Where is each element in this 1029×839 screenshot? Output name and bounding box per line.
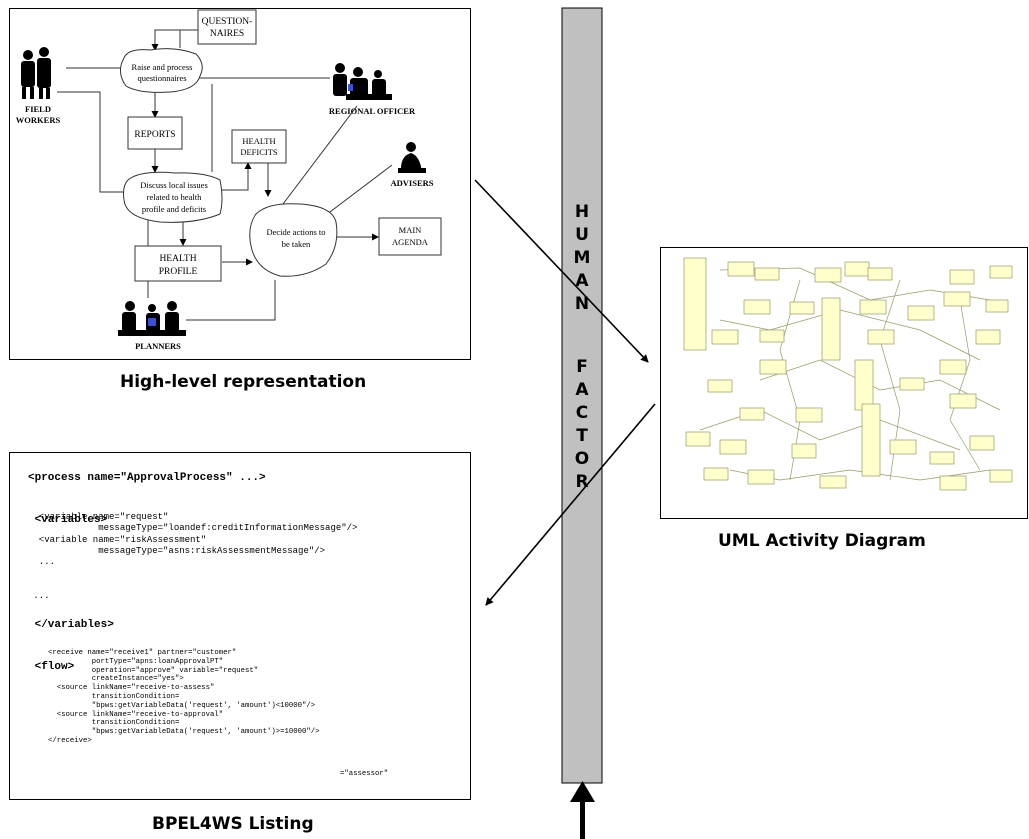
arrow-highlevel-to-uml — [474, 179, 649, 363]
field-workers-label: FIELD — [25, 104, 51, 114]
health-profile-label-2: PROFILE — [159, 267, 198, 277]
field-workers-label-2: WORKERS — [16, 115, 61, 125]
discuss-label: Discuss local issues — [140, 180, 208, 190]
bpel-code-variables: <variable name="request" messageType="lo… — [33, 512, 358, 602]
bpel-code-main: <process name="ApprovalProcess" ...> <va… — [28, 472, 266, 673]
actor-icons — [21, 47, 426, 336]
decide-label: Decide actions to — [266, 227, 325, 237]
bpel-code-tail: ="assessor" — [340, 770, 389, 778]
raise-label: Raise and process — [132, 62, 193, 72]
main-agenda-box — [378, 217, 442, 256]
human-factor-input-arrow — [570, 781, 595, 839]
questionnaires-box — [197, 9, 257, 45]
arrow-uml-to-bpel — [485, 403, 656, 606]
human-factor-letter: F — [576, 357, 588, 377]
human-factor-letter: T — [576, 426, 588, 446]
bpel-panel — [9, 452, 471, 800]
human-factor-letter: U — [575, 225, 589, 245]
human-factor-letter: R — [575, 472, 589, 492]
reports-box — [127, 116, 183, 150]
regional-officer-label: REGIONAL OFFICER — [329, 106, 416, 116]
human-factor-letter: O — [574, 449, 590, 469]
main-agenda-label-2: AGENDA — [392, 237, 429, 247]
high-level-panel — [9, 8, 471, 360]
uml-thumbnail — [683, 257, 1013, 491]
uml-panel — [660, 247, 1028, 519]
decide-cloud — [249, 203, 338, 277]
planners-icon — [118, 301, 186, 336]
high-level-caption: High-level representation — [120, 372, 367, 392]
regional-officer-icon — [333, 63, 392, 100]
bpel-caption: BPEL4WS Listing — [152, 814, 314, 834]
health-deficits-label-2: DEFICITS — [240, 147, 278, 157]
raise-label-2: questionnaires — [137, 73, 186, 83]
discuss-cloud — [123, 171, 223, 223]
uml-caption: UML Activity Diagram — [718, 531, 926, 551]
field-workers-icon — [21, 47, 51, 99]
human-factor-letter: C — [575, 403, 589, 423]
high-level-boxes — [120, 9, 442, 282]
discuss-label-3: profile and deficits — [142, 204, 206, 214]
discuss-label-2: related to health — [147, 192, 203, 202]
main-agenda-label: MAIN — [399, 225, 422, 235]
advisers-label: ADVISERS — [391, 178, 434, 188]
health-profile-box — [134, 245, 222, 282]
human-factor-letter: A — [575, 271, 589, 291]
human-factor-letter: A — [575, 380, 589, 400]
questionnaires-label-2: NAIRES — [210, 29, 244, 39]
human-factor-bar — [561, 7, 603, 784]
raise-cloud — [120, 48, 203, 93]
high-level-connectors — [57, 29, 393, 321]
human-factor-letter: M — [573, 248, 591, 268]
human-factor-letter: H — [574, 202, 590, 222]
health-deficits-label: HEALTH — [242, 136, 275, 146]
bpel-code-receive: <receive name="receive1" partner="custom… — [48, 649, 320, 745]
questionnaires-label: QUESTION- — [202, 17, 253, 27]
health-deficits-box — [231, 129, 287, 164]
decide-label-2: be taken — [282, 239, 311, 249]
reports-label: REPORTS — [134, 130, 175, 140]
advisers-icon — [398, 142, 426, 173]
human-factor-letter: N — [574, 294, 590, 314]
health-profile-label: HEALTH — [159, 254, 196, 264]
planners-label: PLANNERS — [135, 341, 181, 351]
